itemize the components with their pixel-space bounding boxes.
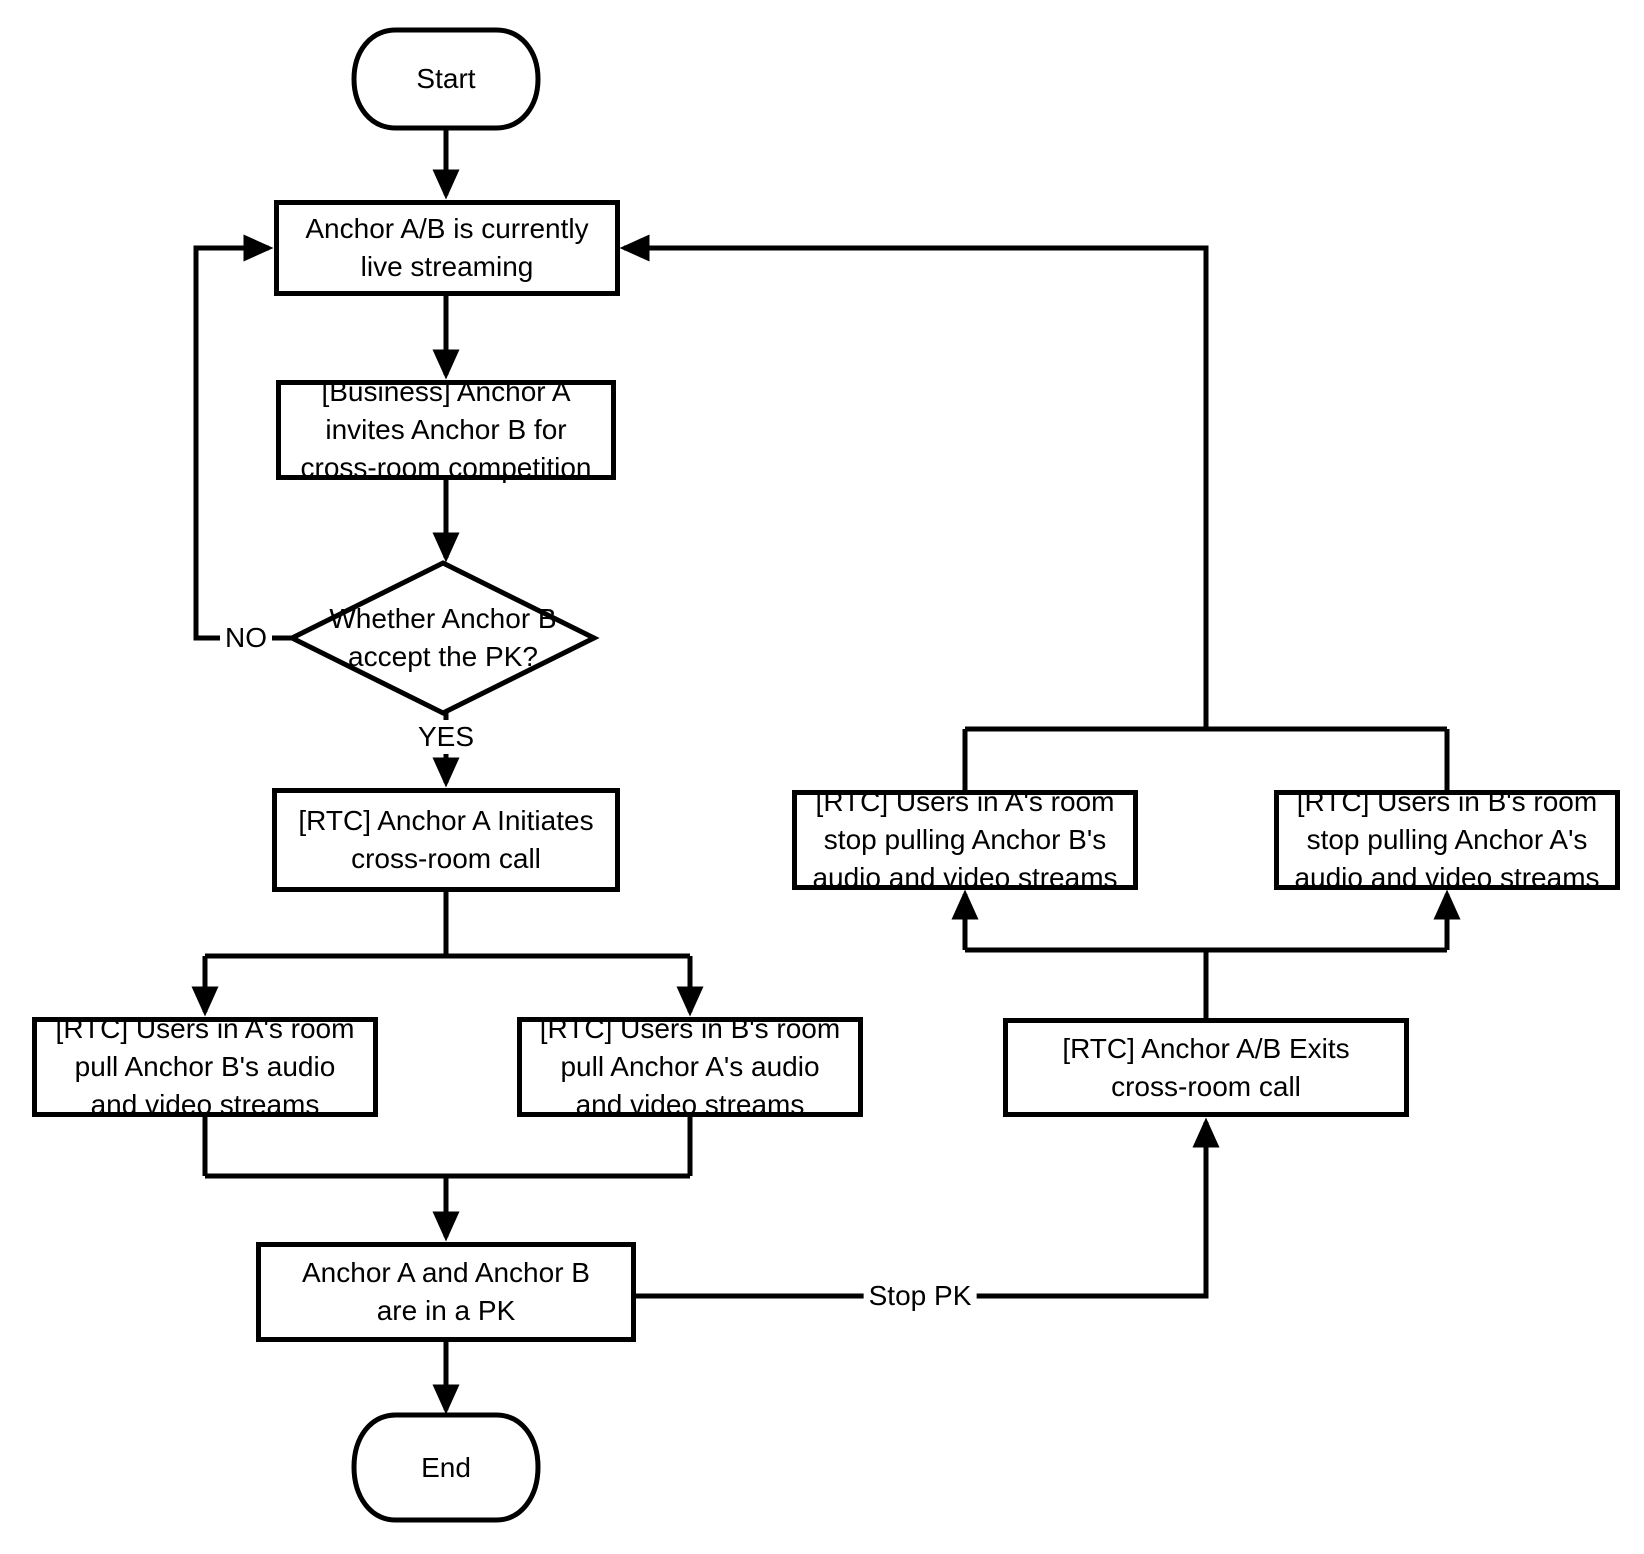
edge-label-no: NO bbox=[220, 621, 272, 655]
edge-stop-pk-to-exits bbox=[636, 1117, 1220, 1299]
text-line: audio and video streams bbox=[1294, 862, 1600, 893]
text-line: and video streams bbox=[575, 1089, 805, 1120]
node-users-b-pull: [RTC] Users in B's room pull Anchor A's … bbox=[517, 1013, 863, 1120]
start-terminator-shape bbox=[351, 27, 541, 131]
node-in-a-pk: Anchor A and Anchor B are in a PK bbox=[256, 1242, 636, 1342]
edge-label-stop-pk: Stop PK bbox=[863, 1279, 977, 1313]
node-business-invite: [Business] Anchor A invites Anchor B for… bbox=[276, 376, 616, 483]
text-line: and video streams bbox=[90, 1089, 320, 1120]
text-line: [Business] Anchor A bbox=[321, 376, 571, 407]
text-line: live streaming bbox=[360, 251, 534, 282]
end-terminator: End bbox=[354, 1415, 538, 1520]
text-line: [RTC] Users in B's room bbox=[539, 1013, 841, 1044]
edge-return-to-live bbox=[619, 234, 1209, 729]
text-line: cross-room call bbox=[351, 843, 541, 874]
text-line: cross-room call bbox=[1111, 1070, 1301, 1102]
text-line: Start bbox=[416, 63, 476, 94]
text-line: audio and video streams bbox=[812, 862, 1118, 893]
text-line: pull Anchor A's audio bbox=[560, 1051, 820, 1082]
text-line: End bbox=[421, 1451, 471, 1483]
text-line: [RTC] Anchor A/B Exits bbox=[1062, 1032, 1350, 1064]
text-line: [RTC] Users in A's room bbox=[815, 786, 1115, 817]
node-users-a-stop-pull: [RTC] Users in A's room stop pulling Anc… bbox=[792, 786, 1138, 893]
text-line: [RTC] Users in A's room bbox=[55, 1013, 355, 1044]
text-line: [RTC] Users in B's room bbox=[1296, 786, 1598, 817]
text-line: invites Anchor B for bbox=[325, 414, 567, 445]
node-users-a-pull: [RTC] Users in A's room pull Anchor B's … bbox=[32, 1013, 378, 1120]
text-line: accept the PK? bbox=[348, 641, 538, 672]
text-line: Anchor A and Anchor B bbox=[302, 1257, 590, 1288]
text-line: Anchor A/B is currently bbox=[305, 213, 589, 244]
edge-label-yes: YES bbox=[412, 720, 480, 754]
end-terminator-shape bbox=[351, 1412, 541, 1523]
decision-whether-accept-pk: Whether Anchor B accept the PK? bbox=[303, 575, 583, 701]
text-line: stop pulling Anchor A's bbox=[1306, 824, 1588, 855]
node-rtc-exits-call: [RTC] Anchor A/B Exits cross-room call bbox=[1003, 1018, 1409, 1117]
text-line: are in a PK bbox=[376, 1295, 516, 1326]
text-line: stop pulling Anchor B's bbox=[823, 824, 1107, 855]
text-line: cross-room competition bbox=[300, 452, 592, 483]
decision-diamond-shape bbox=[286, 560, 600, 716]
node-live-streaming: Anchor A/B is currently live streaming bbox=[274, 200, 620, 296]
text-line: pull Anchor B's audio bbox=[74, 1051, 336, 1082]
start-terminator: Start bbox=[354, 30, 538, 128]
text-line: [RTC] Anchor A Initiates bbox=[298, 805, 594, 836]
node-users-b-stop-pull: [RTC] Users in B's room stop pulling Anc… bbox=[1274, 786, 1620, 893]
text-line: Whether Anchor B bbox=[329, 603, 557, 634]
node-rtc-initiate-call: [RTC] Anchor A Initiates cross-room call bbox=[272, 788, 620, 892]
